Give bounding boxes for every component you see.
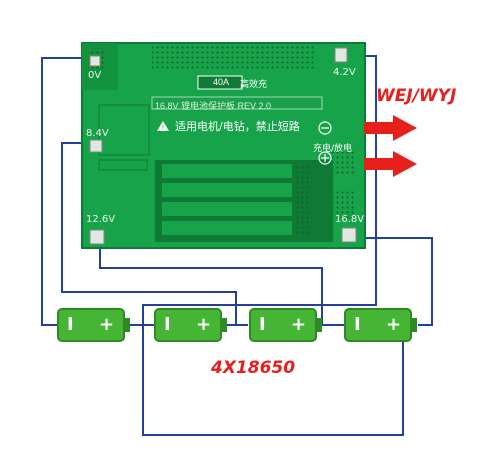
battery-cell-3	[249, 308, 322, 342]
output-arrows	[364, 115, 417, 177]
arrow-positive	[364, 151, 417, 177]
cell-1-plus: +	[99, 314, 115, 335]
label-16v8: 16.8V	[335, 214, 365, 225]
cell-2-plus: +	[196, 314, 212, 335]
warning-text: 适用电机/电钻，禁止短路	[175, 120, 300, 133]
label-0v: 0V	[88, 70, 102, 81]
label-8v4: 8.4V	[86, 128, 109, 139]
model-text: 4X18650	[211, 358, 296, 378]
arrow-negative	[364, 115, 417, 141]
charge-discharge-label: 充电/放电	[313, 144, 353, 154]
wire-4v2	[142, 55, 377, 326]
wire-16v8	[350, 237, 433, 326]
wire-bottom-return	[142, 325, 404, 436]
wire-8v4	[61, 142, 248, 326]
battery-cell-1	[57, 308, 130, 342]
pcb-board: !	[81, 42, 366, 249]
current-rating: 40A	[212, 77, 229, 87]
board-spec: 16.8V 锂电池保护板 REV 2.0	[155, 101, 272, 111]
cell-3-minus: I	[259, 314, 266, 335]
cell-2-minus: I	[164, 314, 171, 335]
rating-mark: 高效充	[240, 79, 268, 89]
label-12v6: 12.6V	[86, 214, 116, 225]
battery-cell-2	[154, 308, 227, 342]
battery-cell-4	[344, 308, 417, 342]
cell-4-plus: +	[386, 314, 402, 335]
battery-pack	[57, 308, 417, 342]
wiring	[41, 55, 433, 436]
brand-text: WEJ/WYJ	[376, 86, 457, 106]
cell-3-plus: +	[291, 314, 307, 335]
cell-1-minus: I	[67, 314, 74, 335]
svg-text:!: !	[162, 124, 165, 132]
wire-0v	[41, 57, 95, 326]
label-4v2: 4.2V	[333, 67, 356, 78]
cell-4-minus: I	[354, 314, 361, 335]
